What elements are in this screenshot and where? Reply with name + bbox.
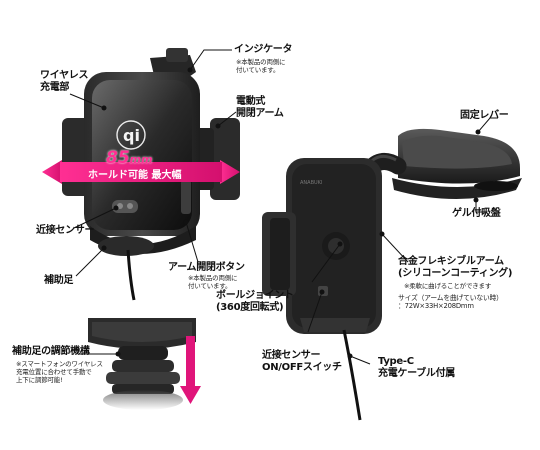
hold-width-band bbox=[42, 160, 240, 184]
flex-arm-note: ※柔軟に曲げることができます bbox=[404, 282, 492, 290]
arm-button-note: ※本製品の両側に 付いています。 bbox=[188, 274, 238, 290]
fixing-lever-label: 固定レバー bbox=[460, 110, 509, 121]
wireless-charger-label: ワイヤレス 充電部 bbox=[40, 70, 89, 93]
hold-size-number: 85 bbox=[106, 148, 130, 168]
arm-button-label: アーム開閉ボタン bbox=[168, 262, 245, 273]
main-holder: qi bbox=[62, 48, 240, 301]
foot-adjust-label: 補助足の調節機構 bbox=[12, 346, 90, 357]
svg-text:ANABUKI: ANABUKI bbox=[300, 180, 322, 186]
flex-arm-label: 合金フレキシブルアーム (シリコーンコーティング) bbox=[398, 256, 513, 279]
motor-arm-label: 電動式 開閉アーム bbox=[236, 96, 284, 119]
leader-lines bbox=[69, 49, 498, 365]
gel-suction-label: ゲル付吸盤 bbox=[452, 208, 501, 219]
type-c-label: Type-C 充電ケーブル付属 bbox=[378, 356, 455, 379]
side-view: ANABUKI bbox=[262, 128, 522, 421]
hold-size-value: 85mm bbox=[106, 148, 153, 168]
hold-width-text: ホールド可能 最大幅 bbox=[88, 170, 182, 181]
foot-adjust-note: ※スマートフォンのワイヤレス 充電位置に合わせて手動で 上下に調節可能! bbox=[16, 360, 103, 384]
size-info: サイズ（アームを曲げていない時） ：72W×33H×208Dmm bbox=[398, 294, 503, 310]
indicator-note: ※本製品の両側に 付いています。 bbox=[236, 58, 286, 74]
foot-detail-photo bbox=[84, 318, 202, 438]
support-foot-label: 補助足 bbox=[44, 275, 74, 286]
proximity-sensor-label: 近接センサー bbox=[36, 225, 95, 236]
ball-joint-label: ボールジョイント (360度回転式) bbox=[216, 290, 294, 313]
sensor-switch-label: 近接センサー ON/OFFスイッチ bbox=[262, 350, 342, 373]
hold-size-unit: mm bbox=[129, 153, 153, 166]
indicator-label: インジケータ bbox=[234, 44, 293, 55]
svg-text:qi: qi bbox=[123, 126, 140, 145]
leader-dots bbox=[101, 67, 481, 359]
